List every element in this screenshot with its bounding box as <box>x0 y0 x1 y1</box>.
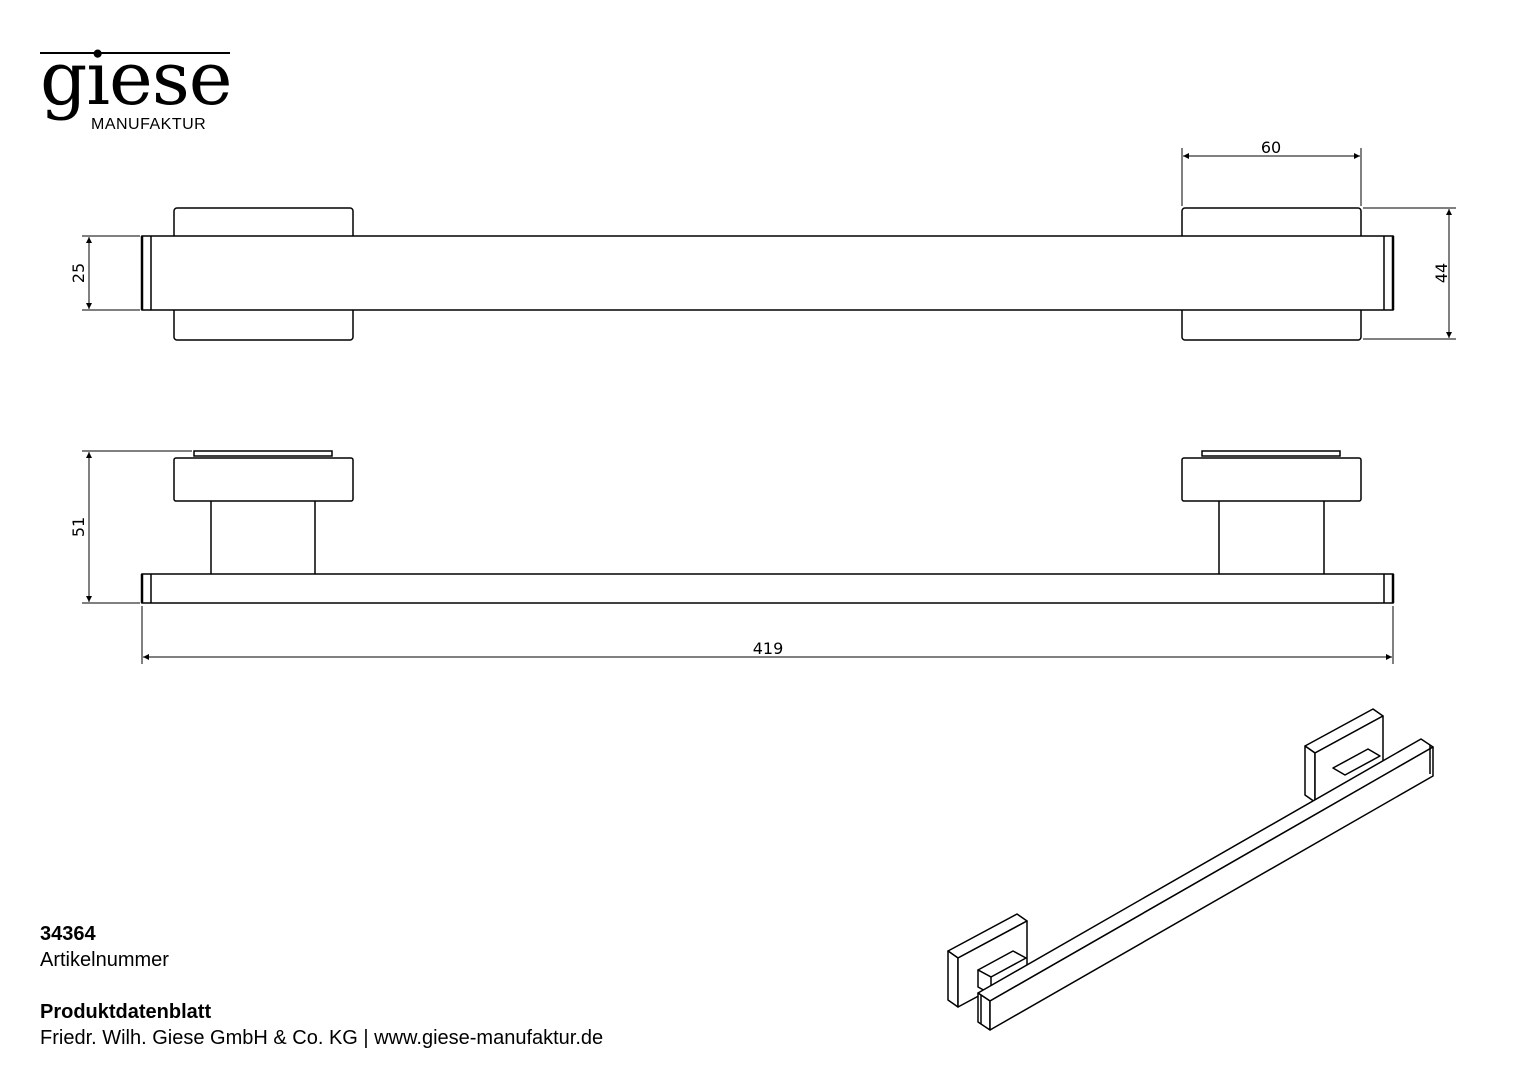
logo-subtitle: MANUFAKTUR <box>91 116 207 133</box>
logo-wordmark: giese <box>40 36 233 122</box>
article-number: 34364 <box>40 923 96 945</box>
company-line: Friedr. Wilh. Giese GmbH & Co. KG | www.… <box>40 1027 604 1049</box>
sheet-title: Produktdatenblatt <box>40 1001 212 1023</box>
isometric-view <box>947 708 1434 1031</box>
right-mount-side <box>1181 457 1362 502</box>
dim-depth: 51 <box>69 517 88 537</box>
sheet-block: Produktdatenblatt Friedr. Wilh. Giese Gm… <box>40 999 603 1051</box>
top-view <box>140 207 1395 341</box>
side-view <box>140 450 1395 604</box>
dimension-lines <box>82 148 1456 664</box>
bar-top <box>141 235 1394 311</box>
dim-mount-height: 44 <box>1432 263 1451 283</box>
left-mount-side <box>173 457 354 502</box>
article-block: 34364 Artikelnummer <box>40 921 169 973</box>
dim-total-length: 419 <box>753 639 784 658</box>
logo-rule <box>40 52 230 54</box>
bar-side <box>141 573 1394 604</box>
article-label: Artikelnummer <box>40 949 169 971</box>
dim-bar-height: 25 <box>69 263 88 283</box>
dim-mount-width: 60 <box>1261 138 1281 157</box>
brand-logo: giese MANUFAKTUR <box>40 42 233 136</box>
